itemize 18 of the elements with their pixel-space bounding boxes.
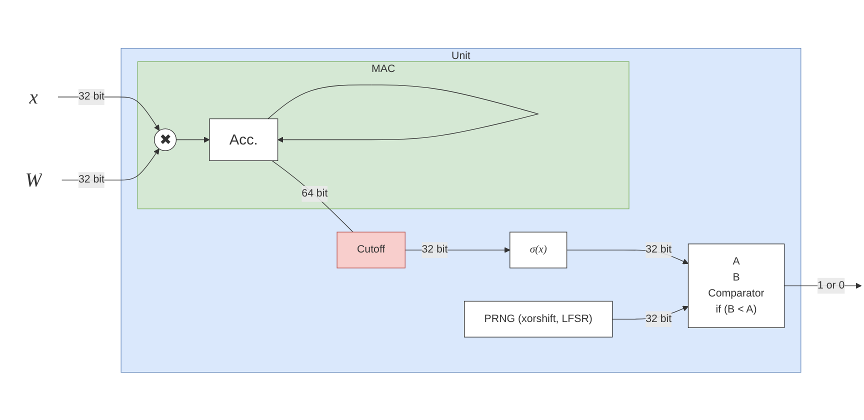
node-box: Acc. <box>209 118 278 161</box>
arrow <box>268 84 539 142</box>
node-box: Cutoff <box>336 231 406 268</box>
arrow <box>176 136 210 142</box>
node-text: W <box>25 168 42 191</box>
edge-label: 32 bit <box>78 90 104 102</box>
connector <box>272 160 354 232</box>
edge-label: 32 bit <box>646 244 672 256</box>
edge-label: 64 bit <box>302 188 328 199</box>
node-box: σ(x) <box>510 231 568 268</box>
edge-label: 32 bit <box>646 312 672 324</box>
node-box: PRNG (xorshift, LFSR) <box>464 300 613 338</box>
node-circle: ✖ <box>154 128 177 151</box>
edge-label: 32 bit <box>78 174 104 186</box>
node-box: A B Comparator if (B < A) <box>688 243 785 328</box>
edge-label: 32 bit <box>422 244 448 256</box>
edge-label: 1 or 0 <box>818 279 845 291</box>
node-text: x <box>29 86 38 108</box>
